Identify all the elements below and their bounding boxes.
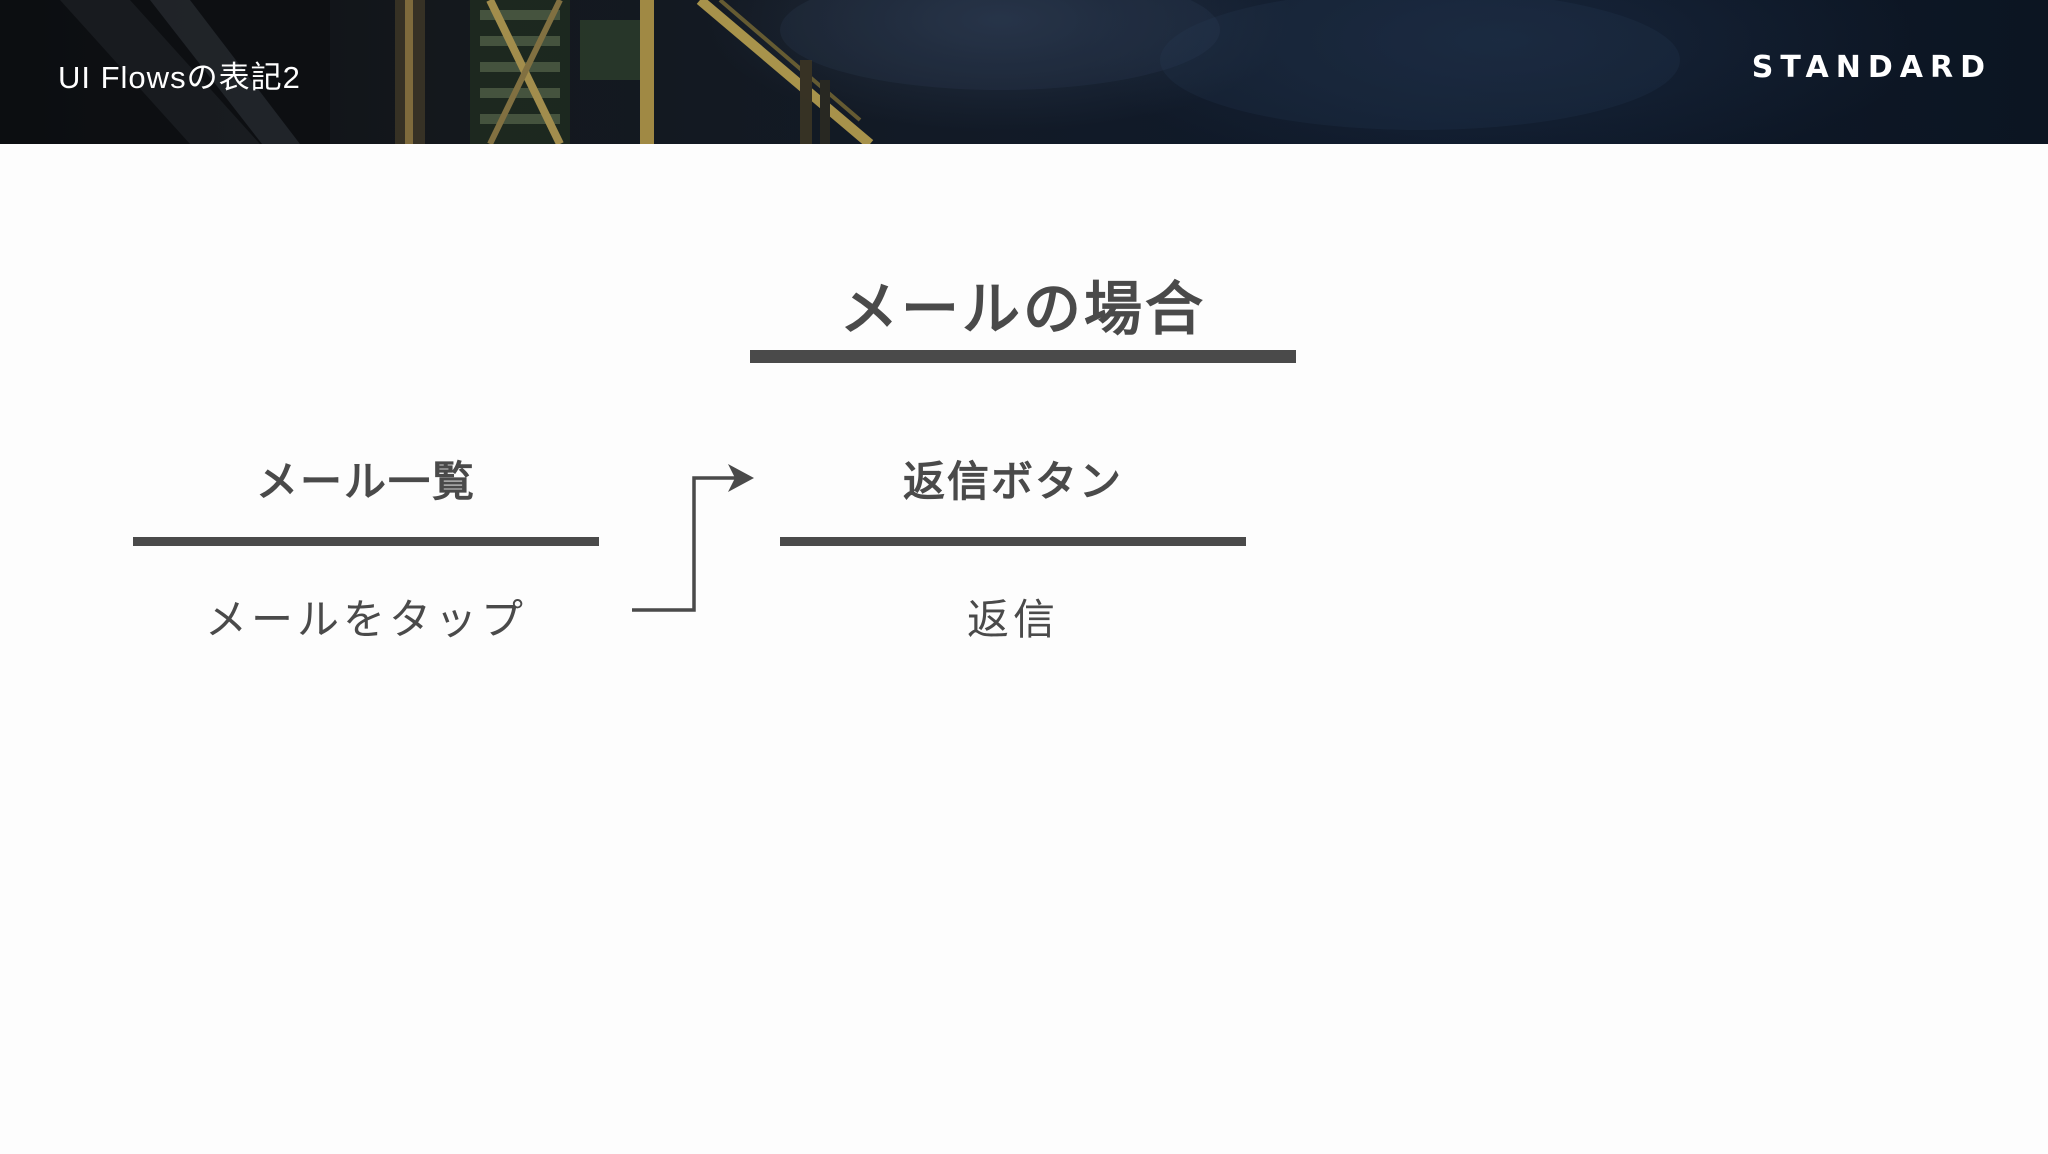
step-action-label: メールをタップ [204,595,527,644]
page-title: UI Flowsの表記2 [58,60,301,95]
brand-logo: STANDARD [1751,50,1992,85]
step-screen-label: 返信ボタン [902,457,1123,506]
header-background-photo [0,0,1680,144]
case-title-underline [750,350,1296,363]
flow-arrow-icon [632,464,754,612]
step-divider [780,537,1246,546]
header-banner: UI Flowsの表記2 STANDARD [0,0,2048,144]
step-screen-label: メール一覧 [255,457,476,506]
step-action-label: 返信 [966,595,1059,644]
case-title: メールの場合 [839,275,1206,343]
step-divider [133,537,599,546]
